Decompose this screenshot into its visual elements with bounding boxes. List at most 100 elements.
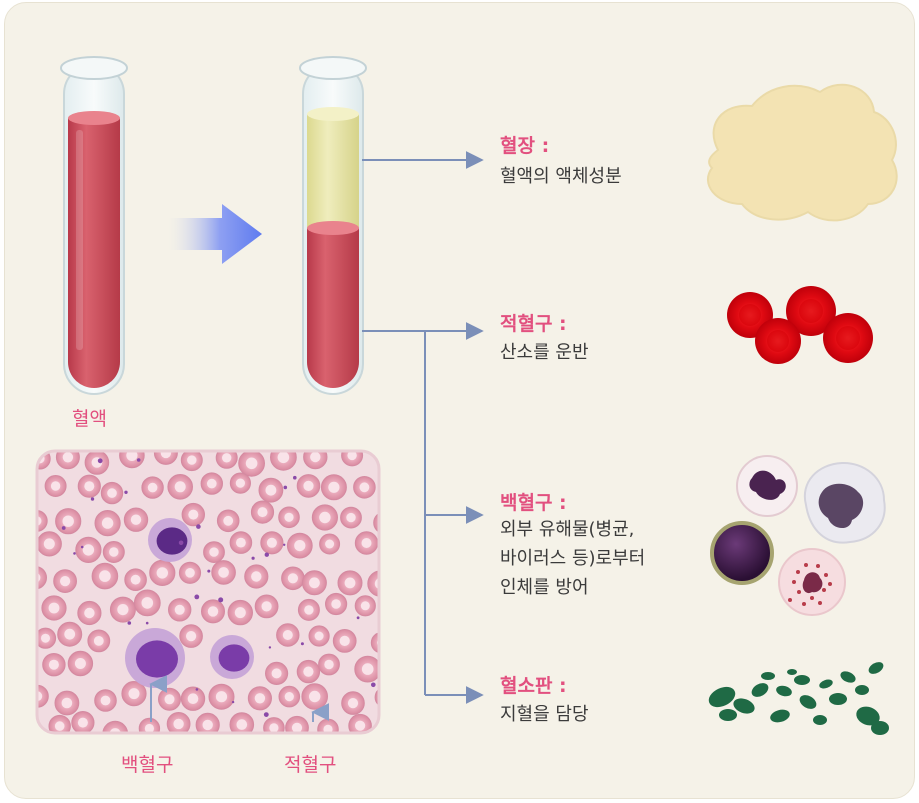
micro-platelet [73, 552, 76, 555]
micro-platelet [264, 552, 269, 557]
micro-red-cell-center [218, 567, 229, 578]
micro-red-cell-center [359, 482, 370, 493]
plasma-title: 혈장 : [500, 135, 550, 157]
platelets-illustration [708, 662, 889, 735]
micro-red-cell-center [314, 631, 324, 641]
micro-red-cell [370, 632, 379, 654]
connector-lines [362, 151, 484, 704]
micro-red-cell-center [222, 453, 232, 463]
micro-red-cell-center [291, 722, 303, 733]
micro-red-cell-center [309, 577, 320, 589]
micro-red-cell-center [347, 451, 357, 461]
micro-red-cell-center [257, 507, 268, 518]
platelet-title: 혈소판 : [500, 675, 567, 697]
micro-red-cell-center [254, 693, 266, 704]
micro-red-cell-center [130, 574, 141, 585]
plasma-description: 혈액의 액체성분 [500, 166, 622, 187]
micro-red-cell-center [128, 688, 140, 700]
micro-platelet [90, 497, 95, 501]
micro-red-cell-center [130, 514, 142, 525]
micro-platelet [136, 458, 141, 462]
micro-red-cell-center [144, 723, 154, 733]
micro-red-cell-center [245, 457, 258, 470]
micro-red-cell-center [99, 570, 111, 582]
micro-red-cell-center [287, 573, 298, 584]
micro-red-cell-center [173, 718, 184, 730]
microscope-rbc-label: 적혈구 [284, 754, 337, 776]
micro-red-cell-center [117, 604, 129, 616]
micro-red-cell-center [361, 663, 374, 675]
micro-platelet [194, 594, 200, 600]
separated-test-tube [299, 56, 367, 395]
micro-red-cell [102, 720, 129, 733]
micro-red-cell-center [310, 451, 321, 463]
micro-red-cell-center [187, 455, 197, 465]
micro-red-cell-center [266, 537, 277, 548]
micro-red-cell-center [141, 597, 154, 609]
white-blood-cells-illustration [710, 455, 886, 616]
micro-red-cell-center [77, 717, 88, 728]
micro-red-cell-center [109, 728, 121, 733]
micro-red-cell-center [107, 488, 117, 498]
micro-platelet [356, 616, 360, 620]
micro-platelet [268, 646, 272, 649]
micro-platelet [127, 621, 132, 625]
micro-red-cell-center [100, 695, 111, 706]
micro-red-cell-center [251, 571, 262, 582]
micro-red-cell-center [355, 720, 366, 731]
micro-red-cell-center [380, 518, 390, 528]
micro-red-cell-center [347, 698, 359, 709]
micro-platelet [293, 475, 297, 480]
micro-red-cell-center [82, 544, 95, 556]
micro-red-cell-center [156, 567, 168, 579]
micro-red-cell-center [93, 636, 104, 646]
micro-red-cell-center [223, 515, 234, 526]
rbc-description: 산소를 운반 [500, 342, 589, 363]
microscope-image [35, 449, 392, 735]
micro-red-cell [37, 566, 47, 590]
micro-platelet [207, 569, 211, 573]
micro-white-cell-nucleus [136, 640, 178, 678]
micro-red-cell-center [328, 481, 340, 493]
micro-platelet [283, 543, 286, 546]
micro-red-cell-center [309, 690, 321, 703]
micro-platelet [231, 700, 235, 704]
micro-red-cell [37, 510, 48, 532]
micro-red-cell-center [282, 630, 293, 640]
micro-red-cell-center [234, 607, 246, 619]
micro-platelet [283, 485, 288, 490]
micro-red-cell-center [277, 451, 290, 464]
micro-red-cell-center [48, 659, 59, 670]
micro-red-cell [373, 511, 379, 535]
micro-red-cell-center [174, 481, 186, 493]
micro-red-cell-center [84, 607, 95, 619]
micro-red-cell-center [50, 481, 61, 491]
micro-platelet [195, 688, 199, 691]
micro-red-cell-center [271, 668, 282, 679]
micro-red-cell-center [339, 635, 350, 647]
micro-red-cell-center [37, 572, 41, 583]
micro-platelet [371, 682, 376, 688]
micro-red-cell-center [62, 452, 74, 463]
micro-red-cell-center [60, 576, 71, 587]
micro-red-cell-center [303, 666, 314, 677]
micro-red-cell-center [202, 719, 213, 731]
micro-red-cell-center [43, 538, 55, 550]
micro-red-cell-center [215, 691, 228, 703]
micro-platelet [97, 458, 103, 464]
micro-red-cell-center [84, 481, 95, 492]
micro-platelet [300, 642, 304, 646]
micro-red-cell-center [382, 453, 392, 463]
micro-red-cell-center [187, 693, 199, 704]
platelet-description: 지혈을 담당 [500, 704, 589, 725]
micro-red-cell-center [294, 540, 306, 552]
micro-red-cell-center [48, 602, 60, 614]
micro-red-cell-center [360, 601, 370, 611]
micro-red-cell-center [62, 515, 74, 527]
micro-red-cell-center [236, 719, 248, 730]
micro-red-cell-center [265, 484, 277, 496]
wbc-description: 외부 유해물(병균, 바이러스 등)로부터 인체를 방어 [500, 519, 646, 598]
micro-red-cell-center [236, 537, 246, 548]
micro-platelet [145, 621, 149, 625]
micro-platelet [251, 556, 255, 560]
